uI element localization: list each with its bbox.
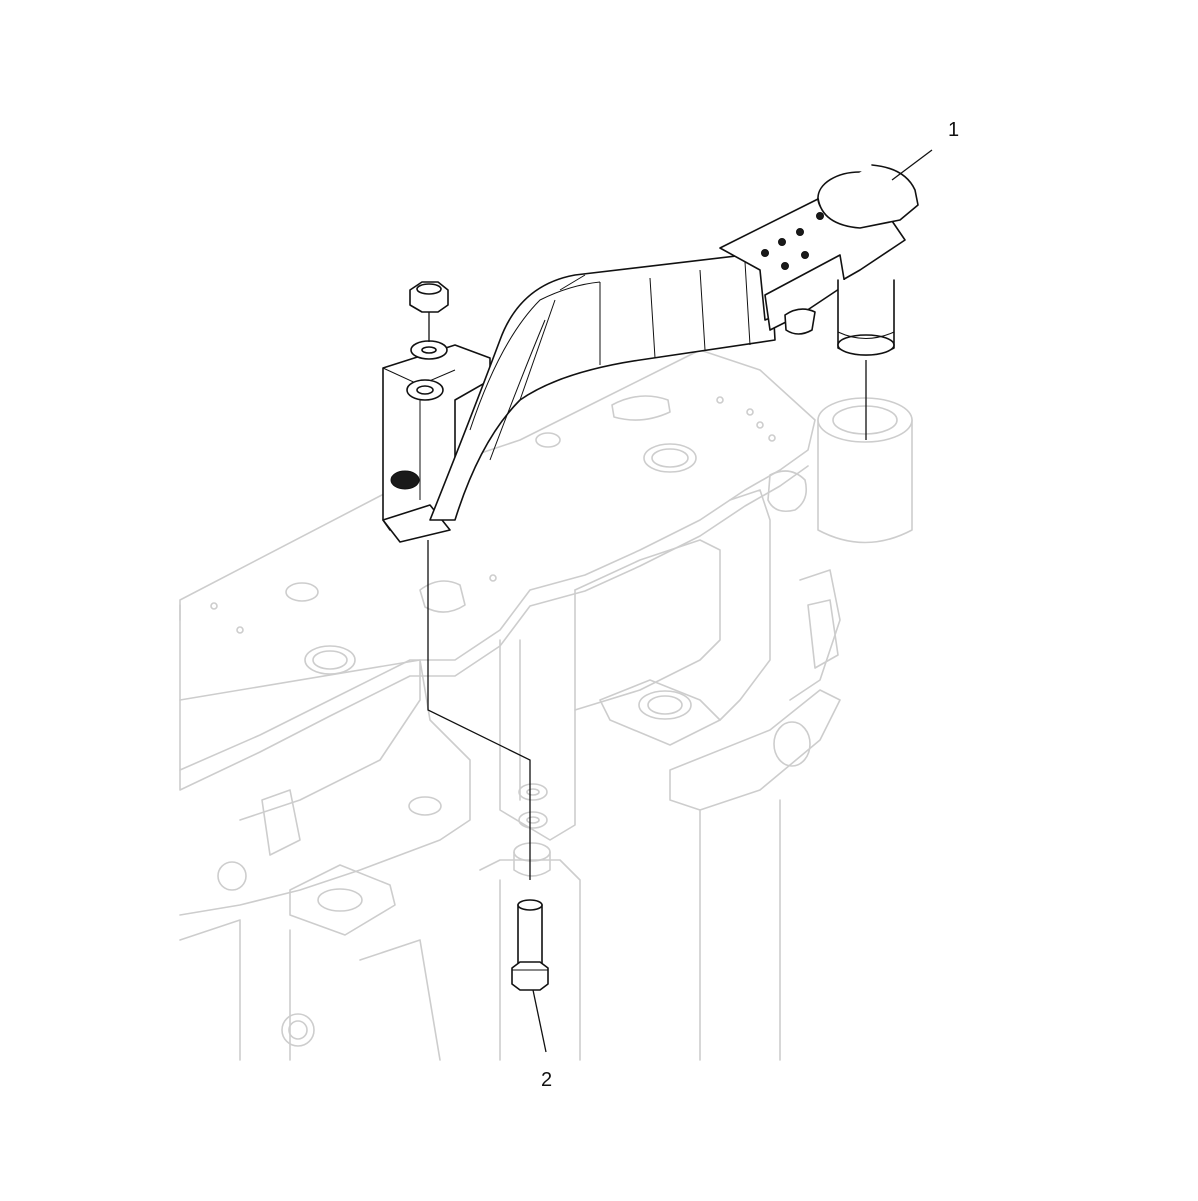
washer-ghost [526,816,540,824]
bolt-shank [517,904,543,966]
plate-small-hole [210,602,218,610]
part-2-bolt[interactable] [511,899,549,991]
plate-hole [535,432,561,448]
part-1-bracket-arm[interactable] [382,164,919,543]
frame-left-bore [288,1020,308,1040]
right-plate-hole [638,690,692,720]
bolt-head [511,961,549,991]
washer-hole [421,346,437,354]
bolt-assembly-path [427,540,531,880]
nut-and-washer-stack [409,281,449,360]
callout-2-leader [532,989,547,1053]
frame-center-pillar [499,589,576,841]
arm-pin-ring [837,334,895,356]
plate-hole [761,249,769,257]
frame-lower-plate [289,864,396,936]
frame-right-arm [669,489,841,811]
plate-hole [304,645,356,675]
plate-hole [796,228,804,236]
arm-lower-bracket [764,254,846,331]
frame-boss [217,861,247,891]
plate-hole [312,650,348,670]
plate-small-hole [489,574,497,582]
frame-sleeve-top [817,397,913,443]
plate-hole [643,443,697,473]
plate-slot [611,395,671,421]
assembly-lines [427,149,933,1053]
plate-small-hole [236,626,244,634]
plate-small-hole [756,421,764,429]
frame-top-plate [179,349,816,771]
mounting-boss [390,470,420,490]
plate-slot [419,580,466,613]
arm-pad-rim [817,164,919,229]
frame-right-bottom [699,799,781,1061]
plate-hole [778,238,786,246]
callout-label-1: 1 [948,119,960,141]
spacer-ghost-top [513,842,551,862]
frame-knob [807,599,839,669]
frame-left-lower [179,919,441,1061]
plate-hole [651,448,689,468]
plate-hole [816,212,824,220]
spacer-ghost [513,851,551,877]
ghosted-frame-assembly [179,349,913,1061]
plate-hole [781,262,789,270]
callout-label-2: 2 [541,1069,553,1091]
frame-knob [767,470,808,513]
arm-contour [469,261,751,461]
right-plate-hole [647,695,683,715]
frame-sleeve-bore [832,405,898,435]
lower-plate-hole [408,796,442,816]
plate-hole [801,251,809,259]
nut-top [416,283,442,295]
frame-left-bore [281,1013,315,1047]
plate-small-hole [716,396,724,404]
frame-knob [261,789,301,856]
callout-1-leader [891,149,933,181]
plate-small-hole [746,408,754,416]
washer-ghost [518,811,548,829]
frame-lower-boss [479,859,581,1061]
right-arm-bore [773,721,811,767]
plate-small-hole [768,434,776,442]
bolt-tip [517,899,543,911]
washer-ghost [526,788,540,796]
arm-pin-edge [837,331,895,339]
frame-right-box [574,539,721,746]
plate-hole [285,582,319,602]
frame-plate-edge [179,465,809,791]
mounting-hole-inner [416,385,434,395]
lower-plate-hole [317,888,363,912]
arm-clip [784,308,816,335]
washer-ghost [518,783,548,801]
frame-left-box [179,659,471,916]
